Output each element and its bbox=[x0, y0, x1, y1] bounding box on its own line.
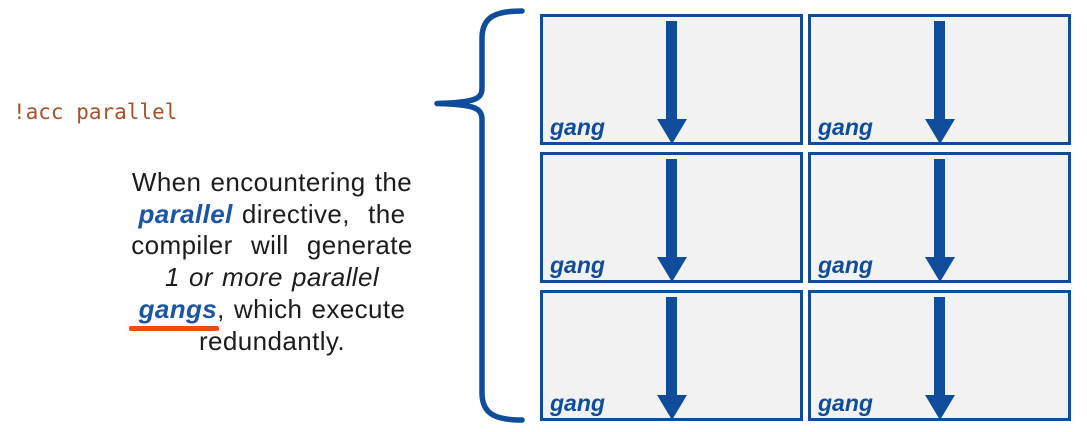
down-arrow-icon bbox=[656, 297, 687, 420]
down-arrow-icon bbox=[924, 21, 955, 144]
down-arrow-icon bbox=[924, 159, 955, 282]
gang-box-2: gang bbox=[808, 14, 1071, 145]
keyword-parallel: parallel bbox=[138, 198, 233, 229]
description-line-2: parallel directive, the bbox=[57, 199, 487, 231]
description-line-1: When encountering the bbox=[131, 167, 413, 197]
gang-box-4: gang bbox=[808, 152, 1071, 283]
description-line-5: gangs, which execute bbox=[57, 293, 487, 331]
keyword-gangs: gangs bbox=[128, 293, 219, 331]
gang-label: gang bbox=[550, 390, 605, 416]
gang-box-5: gang bbox=[540, 290, 803, 421]
curly-brace-icon bbox=[425, 0, 535, 432]
gang-grid: gang gang gang gang gang bbox=[540, 14, 1071, 421]
description-line-4: 1 or more parallel bbox=[164, 262, 379, 293]
down-arrow-icon bbox=[656, 21, 687, 144]
description-line-3: compiler will generate bbox=[131, 230, 413, 261]
down-arrow-icon bbox=[656, 159, 687, 282]
description-line-2-rest: directive, the bbox=[232, 198, 406, 229]
description-line-5-rest: , which execute bbox=[217, 293, 406, 324]
gang-label: gang bbox=[818, 390, 873, 416]
gang-label: gang bbox=[818, 114, 873, 140]
gang-label: gang bbox=[550, 114, 605, 140]
down-arrow-icon bbox=[924, 297, 955, 420]
acc-parallel-directive-code: !acc parallel bbox=[13, 100, 178, 124]
gang-label: gang bbox=[550, 252, 605, 278]
description-paragraph: When encountering the parallel directive… bbox=[57, 167, 487, 357]
gang-box-3: gang bbox=[540, 152, 803, 283]
gang-box-6: gang bbox=[808, 290, 1071, 421]
gang-box-1: gang bbox=[540, 14, 803, 145]
gang-label: gang bbox=[818, 252, 873, 278]
description-line-6: redundantly. bbox=[199, 325, 345, 356]
